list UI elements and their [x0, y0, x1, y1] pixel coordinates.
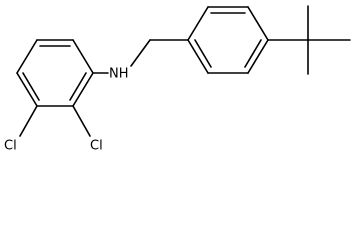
- bond-c-cl-top: [72, 105, 91, 137]
- ring-a-double-bond-3: [22, 72, 40, 101]
- ring-b-bond-6: [187, 39, 209, 74]
- ring-a-bond-6: [16, 39, 38, 74]
- ring-b-double-bond-2: [244, 39, 262, 68]
- bond-c-cl-bottom: [19, 105, 38, 137]
- dichlorophenyl-ring: [16, 39, 94, 107]
- ring-b-bond-1: [187, 6, 209, 41]
- tert-butyl-group: [267, 5, 351, 75]
- ring-b-double-bond-3: [194, 39, 212, 68]
- molecule-structure-diagram: Cl Cl NH: [4, 5, 351, 154]
- chlorine-label: Cl: [90, 139, 103, 154]
- chlorine-label-2: Cl: [4, 139, 17, 154]
- ring-a-double-bond-2: [69, 72, 87, 101]
- bond-n-ch2: [130, 39, 151, 67]
- ring-a-bond-2: [72, 39, 94, 74]
- amine-label: NH: [109, 67, 129, 82]
- tert-butylphenyl-ring: [187, 6, 269, 74]
- ring-b-bond-4: [247, 39, 269, 74]
- ring-a-bond-5: [16, 72, 38, 107]
- ring-a-bond-3: [72, 72, 94, 107]
- ring-b-bond-3: [247, 6, 269, 41]
